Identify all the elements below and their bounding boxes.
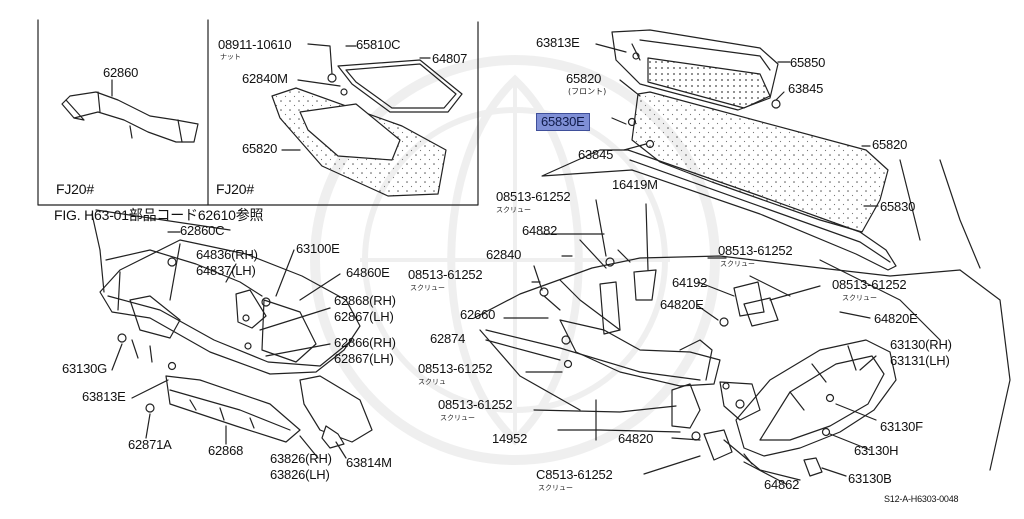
- label-64860e: 64860E: [346, 265, 390, 280]
- label-64836rh: 64836(RH): [196, 247, 258, 262]
- label-08513-d: 08513-61252: [832, 277, 907, 292]
- label-65820-front-sub: (フロント): [568, 87, 607, 96]
- fig-note: FIG. H63-01部品コード62610参照: [54, 207, 264, 223]
- label-08513-b-sub: スクリュー: [720, 260, 755, 268]
- label-08513-f: 08513-61252: [438, 397, 513, 412]
- label-08513-d-sub: スクリュー: [842, 294, 877, 302]
- label-63130f: 63130F: [880, 419, 923, 434]
- label-64192: 64192: [672, 275, 708, 290]
- label-64807: 64807: [432, 51, 468, 66]
- label-08513-a-sub: スクリュー: [496, 206, 531, 214]
- label-16419m: 16419M: [612, 177, 658, 192]
- label-65850: 65850: [790, 55, 826, 70]
- label-63845-left: 63845: [578, 147, 614, 162]
- label-62860: 62860: [103, 65, 139, 80]
- label-62874: 62874: [430, 331, 466, 346]
- label-63845-right: 63845: [788, 81, 824, 96]
- label-62840m: 62840M: [242, 71, 288, 86]
- label-62840: 62840: [486, 247, 522, 262]
- label-08513-f-sub: スクリュー: [440, 414, 475, 422]
- label-62871a: 62871A: [128, 437, 172, 452]
- label-08513-c-sub: スクリュー: [410, 284, 445, 292]
- label-08513-e: 08513-61252: [418, 361, 493, 376]
- label-14952: 14952: [492, 431, 528, 446]
- label-62866rh: 62866(RH): [334, 335, 396, 350]
- label-62860c: 62860C: [180, 223, 225, 238]
- label-63813e-top: 63813E: [536, 35, 580, 50]
- label-62868rh: 62868(RH): [334, 293, 396, 308]
- label-63131lh: 63131(LH): [890, 353, 950, 368]
- label-65820-front: 65820: [566, 71, 602, 86]
- label-64820: 64820: [618, 431, 654, 446]
- label-64820e-a: 64820E: [660, 297, 704, 312]
- label-63130b: 63130B: [848, 471, 892, 486]
- inset-right-tag: FJ20#: [216, 181, 254, 197]
- label-08513-e-sub: スクリュ: [418, 378, 446, 386]
- watermark-emblem: [310, 55, 720, 465]
- label-08513-c: 08513-61252: [408, 267, 483, 282]
- label-62868: 62868: [208, 443, 244, 458]
- label-64882: 64882: [522, 223, 558, 238]
- label-63130h: 63130H: [854, 443, 899, 458]
- label-62867lh-a: 62867(LH): [334, 309, 394, 324]
- label-63100e: 63100E: [296, 241, 340, 256]
- label-65810c: 65810C: [356, 37, 401, 52]
- label-62867lh-b: 62867(LH): [334, 351, 394, 366]
- label-63826lh: 63826(LH): [270, 467, 330, 482]
- label-08513-g: C8513-61252: [536, 467, 613, 482]
- label-63814m: 63814M: [346, 455, 392, 470]
- label-63813e-low: 63813E: [82, 389, 126, 404]
- label-08513-b: 08513-61252: [718, 243, 793, 258]
- label-63130g: 63130G: [62, 361, 108, 376]
- label-64837lh: 64837(LH): [196, 263, 256, 278]
- inset-left-tag: FJ20#: [56, 181, 94, 197]
- label-65830e-highlighted[interactable]: 65830E: [536, 113, 590, 131]
- label-65820: 65820: [872, 137, 908, 152]
- label-62660: 62660: [460, 307, 496, 322]
- label-08911-sub: ナット: [220, 53, 241, 61]
- reference-code: S12-A-H6303-0048: [884, 494, 959, 504]
- label-08911-10610: 08911-10610: [218, 37, 292, 52]
- label-08513-g-sub: スクリュー: [538, 484, 573, 492]
- label-64862: 64862: [764, 477, 800, 492]
- label-63825rh: 63826(RH): [270, 451, 332, 466]
- label-65820-inset: 65820: [242, 141, 278, 156]
- label-64820e-b: 64820E: [874, 311, 918, 326]
- label-65830: 65830: [880, 199, 916, 214]
- label-63130rh: 63130(RH): [890, 337, 952, 352]
- label-08513-a: 08513-61252: [496, 189, 571, 204]
